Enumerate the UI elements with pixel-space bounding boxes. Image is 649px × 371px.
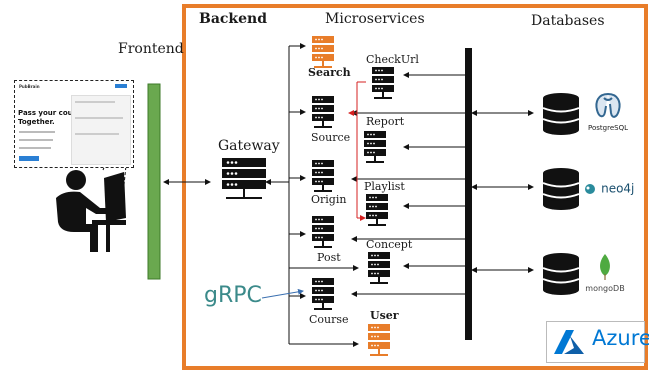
app-preview: PubBrain Pass your courses. Together.: [14, 80, 134, 168]
playlist-label: Playlist: [364, 180, 405, 193]
data-bus: [465, 48, 472, 340]
grpc-logo: gRPC: [204, 283, 262, 308]
post-server-icon: [312, 216, 334, 253]
frontend-label: Frontend: [118, 41, 184, 57]
report-server-icon: [364, 131, 386, 168]
app-cta-button: [19, 156, 39, 161]
checkurl-server-icon: [372, 67, 394, 104]
search-server-icon: [312, 36, 334, 73]
neo4j-icon: [585, 183, 595, 194]
concept-server-icon: [368, 252, 390, 289]
gateway-label: Gateway: [218, 138, 280, 154]
grpc-label: gRPC: [204, 283, 262, 308]
azure-icon: [554, 330, 584, 354]
concept-label: Concept: [366, 238, 413, 251]
playlist-server-icon: [366, 194, 388, 231]
origin-label: Origin: [311, 193, 347, 206]
origin-server-icon: [312, 160, 334, 197]
checkurl-label: CheckUrl: [366, 53, 419, 66]
postgresql-logo: PostgreSQL: [586, 92, 630, 132]
report-label: Report: [366, 115, 405, 128]
backend-label: Backend: [199, 11, 268, 27]
post-label: Post: [317, 251, 341, 264]
app-headline-2: Together.: [18, 118, 55, 126]
postgresql-label: PostgreSQL: [588, 124, 628, 132]
course-server-icon: [312, 278, 334, 315]
gateway-server-icon: [222, 158, 266, 207]
user-label: User: [370, 309, 399, 322]
app-brand: PubBrain: [19, 84, 40, 89]
mongodb-icon: [600, 254, 610, 280]
frontend-bar: [147, 83, 161, 280]
mongodb-logo: mongoDB: [583, 254, 627, 293]
mongodb-label: mongoDB: [585, 284, 625, 293]
backend-frame: [182, 4, 648, 370]
app-headline-1: Pass your courses.: [18, 109, 92, 117]
postgresql-icon: [595, 93, 621, 118]
azure-label: Azure: [592, 326, 649, 350]
user-server-icon: [368, 324, 390, 361]
neo4j-database-icon: [542, 168, 580, 210]
neo4j-logo: neo4j: [584, 178, 634, 197]
course-label: Course: [309, 313, 349, 326]
microservices-label: Microservices: [325, 11, 425, 27]
source-server-icon: [312, 96, 334, 133]
neo4j-label: neo4j: [601, 181, 635, 196]
databases-label: Databases: [531, 13, 605, 29]
postgres-database-icon: [542, 93, 580, 135]
user-at-computer-icon: [56, 170, 126, 252]
azure-badge: Azure: [546, 321, 649, 363]
mongo-database-icon: [542, 253, 580, 295]
search-label: Search: [308, 66, 351, 79]
source-label: Source: [311, 131, 351, 144]
